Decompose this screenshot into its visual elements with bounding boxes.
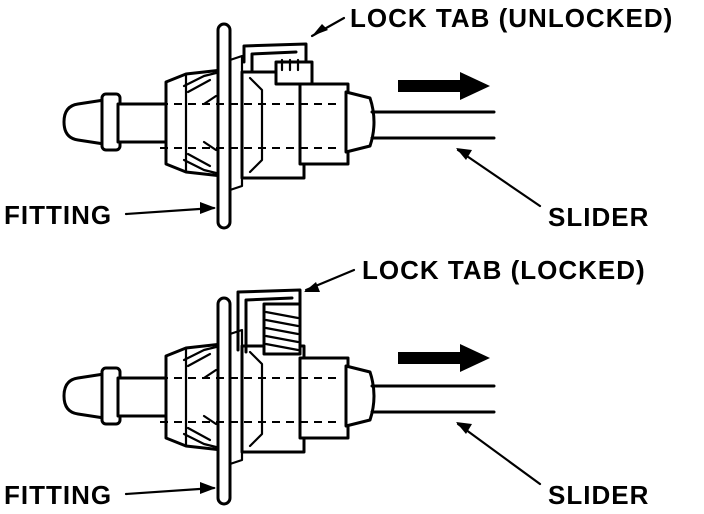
bottom-fitting-leader-head	[200, 482, 216, 494]
top-fitting-flange	[216, 22, 244, 230]
top-direction-arrow	[398, 72, 490, 100]
top-fitting-label: FITTING	[4, 200, 113, 230]
bottom-lock-tab-leader-head	[304, 282, 320, 292]
bottom-slider-label: SLIDER	[548, 480, 650, 510]
top-fitting-body	[164, 68, 224, 178]
bottom-fitting-body	[164, 342, 224, 452]
bottom-hose-nipple	[62, 366, 168, 426]
bottom-lock-tab	[236, 288, 302, 356]
top-slider-leader	[456, 148, 542, 208]
bottom-slider-leader	[456, 422, 542, 486]
top-slider-body	[240, 70, 496, 180]
bottom-slider-leader-head	[456, 422, 472, 434]
top-assembly	[62, 16, 542, 230]
top-slider-leader-head	[456, 148, 472, 160]
top-slider-label: SLIDER	[548, 202, 650, 232]
bottom-lock-tab-label: LOCK TAB (LOCKED)	[362, 255, 646, 285]
bottom-direction-arrow	[398, 344, 490, 372]
bottom-assembly	[62, 268, 542, 506]
bottom-fitting-label: FITTING	[4, 480, 113, 510]
bottom-fitting-leader	[124, 486, 216, 496]
top-fitting-leader-head	[200, 202, 216, 214]
top-lock-tab-label: LOCK TAB (UNLOCKED)	[350, 3, 674, 33]
top-fitting-leader	[124, 206, 216, 216]
top-lock-tab-leader-head	[312, 24, 328, 36]
top-hose-nipple	[62, 92, 168, 152]
top-lock-tab	[242, 42, 314, 86]
